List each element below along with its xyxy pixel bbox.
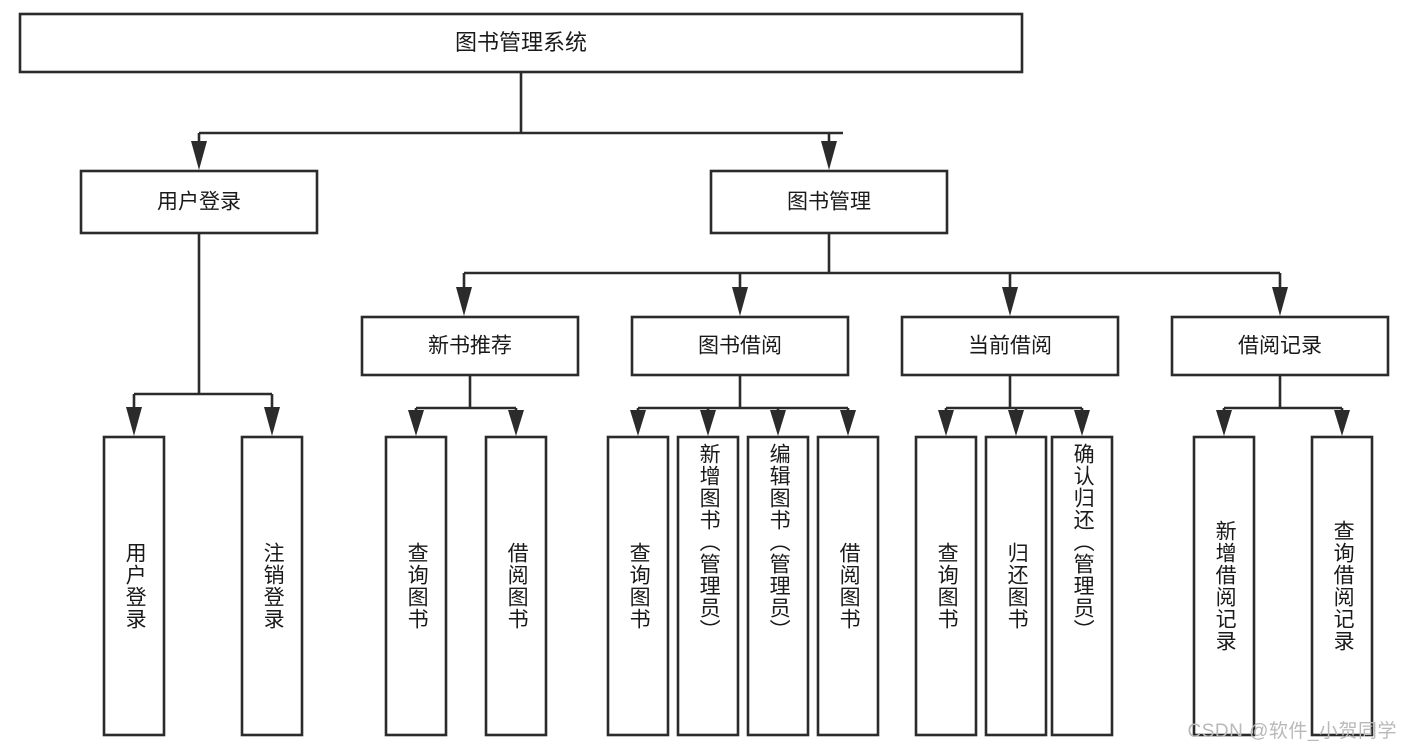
leaf-return-book-box[interactable] [984, 435, 1048, 737]
node-borrow-record-box[interactable] [1170, 315, 1390, 377]
node-borrow-record[interactable]: 借阅记录 [1170, 315, 1390, 377]
node-book-manage-label: 图书管理 [787, 191, 871, 214]
leaf-add-record-box[interactable] [1192, 435, 1256, 737]
leaf-logout-box[interactable] [240, 435, 304, 737]
node-book-manage[interactable]: 图书管理 [709, 169, 949, 235]
node-root-box[interactable] [18, 12, 1024, 74]
arrow-head-leaf-query-book-rec [408, 410, 424, 436]
node-book-borrow[interactable]: 图书借阅 [630, 315, 850, 377]
connector-group-borrow-record [1216, 375, 1350, 436]
connector-group-book-manage [456, 233, 1288, 316]
leaf-query-book-rec-box[interactable] [384, 435, 448, 737]
node-current-borrow[interactable]: 当前借阅 [900, 315, 1120, 377]
leaf-edit-book-box[interactable] [746, 435, 810, 737]
connector-group-new-book-rec [408, 375, 524, 436]
leaf-borrow-book-bb-box[interactable] [816, 435, 880, 737]
leaf-borrow-book-rec-box[interactable] [484, 435, 548, 737]
arrow-head-leaf-query-book-bb [630, 410, 646, 436]
arrow-head-leaf-borrow-book-bb [840, 410, 856, 436]
connector-group-book-borrow [630, 375, 856, 436]
connector-group-user-login [126, 233, 280, 436]
node-user-login-box[interactable] [79, 169, 319, 235]
arrow-head-book-manage [821, 141, 837, 170]
leaf-query-book-bb-box[interactable] [606, 435, 670, 737]
node-new-book-rec[interactable]: 新书推荐 [360, 315, 580, 377]
node-borrow-record-label: 借阅记录 [1238, 335, 1322, 358]
node-root[interactable]: 图书管理系统 [18, 12, 1024, 74]
node-user-login[interactable]: 用户登录 [79, 169, 319, 235]
leaf-add-book-box[interactable] [676, 435, 740, 737]
arrow-head-leaf-confirm-return [1074, 410, 1090, 436]
connector-group-root [191, 72, 843, 170]
arrow-head-leaf-user-login [126, 407, 142, 436]
arrow-head-current-borrow [1002, 287, 1018, 316]
node-current-borrow-label: 当前借阅 [968, 335, 1052, 358]
arrow-head-leaf-add-book [700, 410, 716, 436]
arrow-head-leaf-edit-book [770, 410, 786, 436]
arrow-head-leaf-add-record [1216, 410, 1232, 436]
node-new-book-rec-label: 新书推荐 [428, 335, 512, 358]
connector-group-current-borrow [938, 375, 1090, 436]
leaf-query-book-cb-box[interactable] [914, 435, 978, 737]
node-book-borrow-box[interactable] [630, 315, 850, 377]
node-book-manage-box[interactable] [709, 169, 949, 235]
arrow-head-leaf-return-book [1008, 410, 1024, 436]
arrow-head-new-book-rec [456, 287, 472, 316]
leaf-boxes [102, 435, 1374, 737]
leaf-confirm-return-box[interactable] [1050, 435, 1114, 737]
arrow-head-leaf-borrow-book-rec [508, 410, 524, 436]
arrow-head-leaf-query-book-cb [938, 410, 954, 436]
node-new-book-rec-box[interactable] [360, 315, 580, 377]
node-user-login-label: 用户登录 [157, 191, 241, 214]
arrow-head-leaf-logout [264, 407, 280, 436]
node-current-borrow-box[interactable] [900, 315, 1120, 377]
node-book-borrow-label: 图书借阅 [698, 335, 782, 358]
arrow-head-book-borrow [732, 287, 748, 316]
node-root-label: 图书管理系统 [455, 30, 587, 55]
arrow-head-leaf-query-record [1334, 410, 1350, 436]
arrow-head-user-login [191, 141, 207, 170]
leaf-query-record-box[interactable] [1310, 435, 1374, 737]
leaf-user-login-box[interactable] [102, 435, 166, 737]
arrow-head-borrow-record [1272, 287, 1288, 316]
csdn-watermark: CSDN @软件_小贺同学 [1187, 721, 1397, 742]
